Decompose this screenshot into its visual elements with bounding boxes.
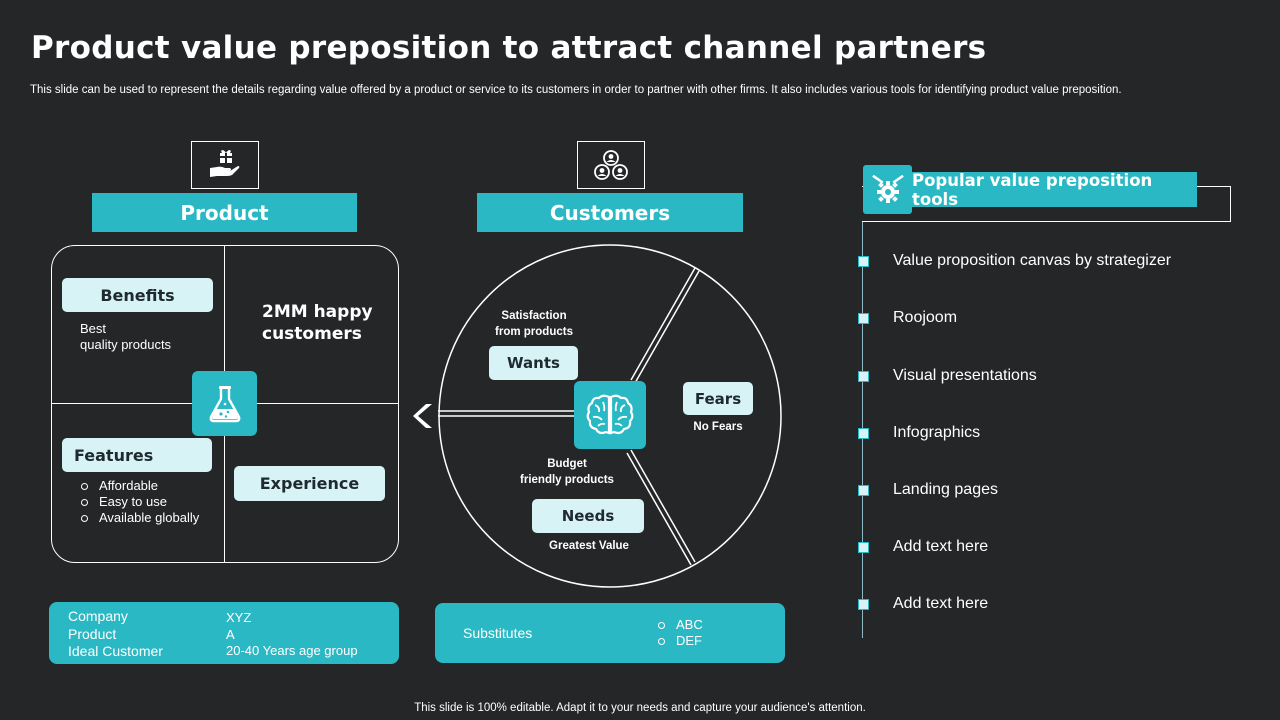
fears-caption: No Fears xyxy=(693,421,743,433)
ideal-customer-label: Ideal Customer xyxy=(68,643,163,659)
substitutes-box: Substitutes ABC DEF xyxy=(435,603,785,663)
tool-item: Add text here xyxy=(893,538,989,555)
tool-item: Add text here xyxy=(893,595,989,612)
timeline-marker xyxy=(858,313,869,324)
page-title: Product value preposition to attract cha… xyxy=(31,30,987,66)
tools-header: Popular value preposition tools xyxy=(912,171,1197,209)
tool-item: Landing pages xyxy=(893,481,998,498)
product-value: A xyxy=(226,626,235,642)
list-item: Affordable xyxy=(80,478,199,494)
list-item: Available globally xyxy=(80,510,199,526)
tool-item: Infographics xyxy=(893,424,981,441)
timeline-marker xyxy=(858,485,869,496)
company-label: Company xyxy=(68,608,128,624)
customers-header: Customers xyxy=(477,193,743,232)
timeline-marker xyxy=(858,599,869,610)
company-value: XYZ xyxy=(226,610,252,625)
page-subtitle: This slide can be used to represent the … xyxy=(30,84,1122,96)
benefits-label: Benefits xyxy=(62,278,213,312)
benefits-text: Best quality products xyxy=(80,321,172,352)
chevron-left-icon xyxy=(410,401,436,436)
features-label: Features xyxy=(62,438,212,472)
wants-label: Wants xyxy=(489,346,578,380)
gear-tools-icon xyxy=(863,165,912,214)
list-item: Easy to use xyxy=(80,494,199,510)
brain-icon xyxy=(574,381,646,449)
timeline-marker xyxy=(858,256,869,267)
users-group-icon xyxy=(577,141,645,189)
product-header: Product xyxy=(92,193,357,232)
wants-caption: Satisfaction from products xyxy=(495,310,573,338)
flask-icon xyxy=(192,371,257,436)
features-list: Affordable Easy to use Available globall… xyxy=(80,478,199,526)
needs-label: Needs xyxy=(532,499,644,533)
timeline-marker xyxy=(858,428,869,439)
footer-note: This slide is 100% editable. Adapt it to… xyxy=(414,702,866,714)
needs-caption: Budget friendly products xyxy=(520,458,614,486)
experience-label: Experience xyxy=(234,466,385,501)
product-quadrant-frame xyxy=(51,245,399,563)
substitutes-label: Substitutes xyxy=(463,625,533,641)
tool-item: Value proposition canvas by strategizer xyxy=(893,252,1172,269)
timeline-marker xyxy=(858,371,869,382)
substitutes-list: ABC DEF xyxy=(657,617,703,649)
list-item: DEF xyxy=(657,633,703,649)
fears-label: Fears xyxy=(683,382,753,415)
happy-customers-text: 2MM happy customers xyxy=(262,302,373,344)
gift-hand-icon xyxy=(191,141,259,189)
tool-item: Roojoom xyxy=(893,309,958,326)
ideal-customer-value: 20-40 Years age group xyxy=(226,643,358,658)
tool-item: Visual presentations xyxy=(893,367,1037,384)
customer-profile-circle xyxy=(438,244,782,588)
timeline-marker xyxy=(858,542,869,553)
needs-value-caption: Greatest Value xyxy=(549,540,629,552)
product-label: Product xyxy=(68,625,117,642)
list-item: ABC xyxy=(657,617,703,633)
company-info-box: Company Product Ideal Customer XYZ A 20-… xyxy=(49,602,399,664)
